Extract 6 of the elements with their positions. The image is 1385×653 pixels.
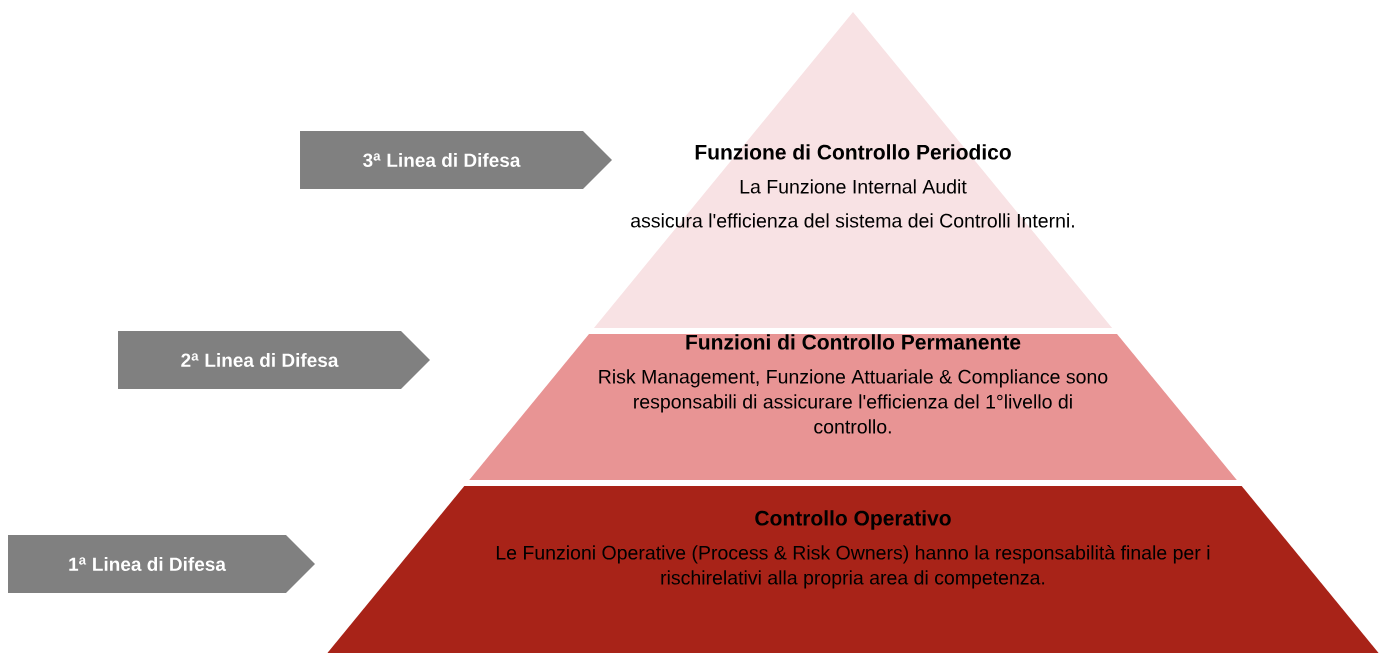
pyramid-tier: Controllo Operativo Le Funzioni Operative (Process & Risk Owners) hanno la responsabilità finale per i rischirelativi alla propria area di competenza. — [327, 486, 1379, 653]
arrow-label-box: 2$^{a}$ Linea di Difesa — [118, 331, 430, 389]
pyramid-tier: Funzioni di Controllo Permanente Risk Management, Funzione Attuariale & Compliance sono responsabili di assicurare l'efficienza del 1°livello di controllo. — [469, 334, 1237, 480]
pyramid-tier: Funzione di Controllo Periodico La Funzione Internal Audit assicura l'efficienza del sistema dei Controlli Interni. — [593, 12, 1113, 328]
arrow-label-box: 3$^{a}$ Linea di Difesa — [300, 131, 612, 189]
arrow-label-box: 1$^{a}$ Linea di Difesa — [8, 535, 315, 593]
